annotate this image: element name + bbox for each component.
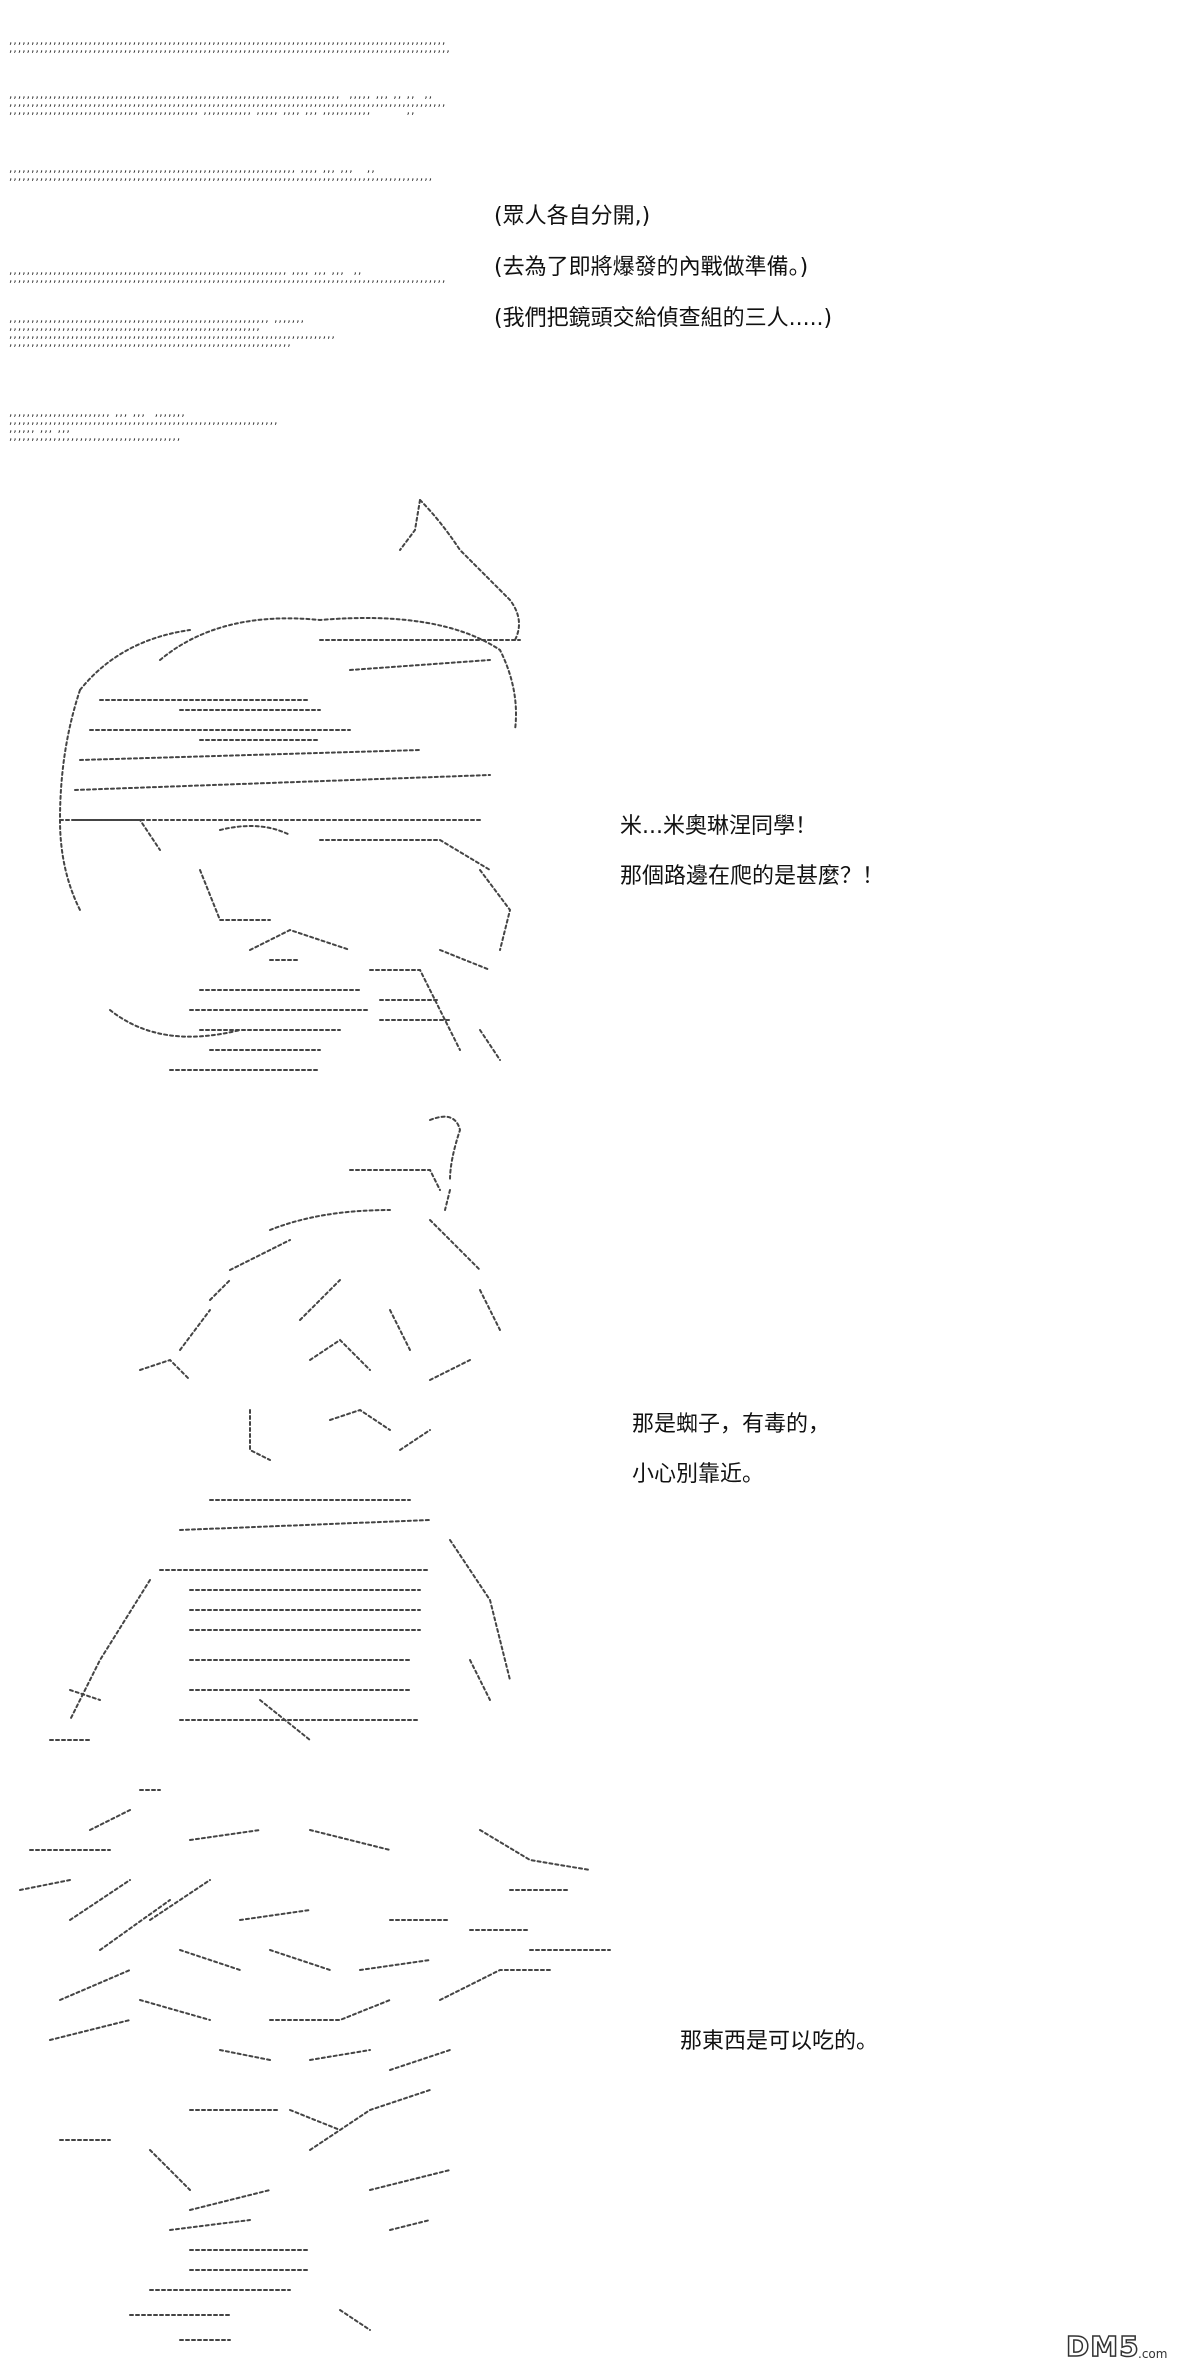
panel1-dialogue-line-2: 那個路邊在爬的是甚麼？！: [620, 864, 885, 889]
narration-line-1: (眾人各自分開,): [494, 204, 651, 229]
ascii-scenery-block-2: ,,,,,,,,,,,,,,,,,,,,,,,,,,,,,,,,,,,,,,,,…: [8, 91, 446, 117]
svg-text:.com: .com: [1138, 2347, 1167, 2361]
ascii-scenery-block-3: ,,,,,,,,,,,,,,,,,,,,,,,,,,,,,,,,,,,,,,,,…: [8, 165, 433, 183]
ascii-scenery-block-5: ,,,,,,,,,,,,,,,,,,,,,,,,,,,,,,,,,,,,,,,,…: [8, 315, 336, 349]
narration-line-3: (我們把鏡頭交給偵查組的三人.....): [494, 306, 833, 331]
svg-text:DM5: DM5: [1066, 2330, 1140, 2362]
character-bowed-illustration: [10, 1100, 550, 1760]
panel3-dialogue-line-1: 那東西是可以吃的。: [680, 2029, 879, 2054]
panel2-dialogue-line-1: 那是蜘子，有毒的，: [632, 1412, 831, 1437]
ascii-scenery-block-6: ,,,,,,,,,,,,,,,,,,,,,,, ,,, ,,, ,,,,,,, …: [8, 409, 279, 443]
site-watermark: DM5 .com: [1066, 2328, 1186, 2362]
character-looking-down-illustration: [10, 1770, 630, 2370]
panel2-dialogue-line-2: 小心別靠近。: [632, 1462, 765, 1487]
narration-line-2: (去為了即將爆發的內戰做準備。): [494, 255, 809, 280]
character-closeup-illustration: [20, 490, 540, 1090]
ascii-scenery-block-4: ,,,,,,,,,,,,,,,,,,,,,,,,,,,,,,,,,,,,,,,,…: [8, 267, 446, 285]
watermark-logo-icon: DM5 .com: [1066, 2329, 1167, 2362]
ascii-scenery-block-1: ,,,,,,,,,,,,,,,,,,,,,,,,,,,,,,,,,,,,,,,,…: [8, 37, 451, 55]
panel1-dialogue-line-1: 米...米奧琳涅同學！: [620, 814, 817, 839]
